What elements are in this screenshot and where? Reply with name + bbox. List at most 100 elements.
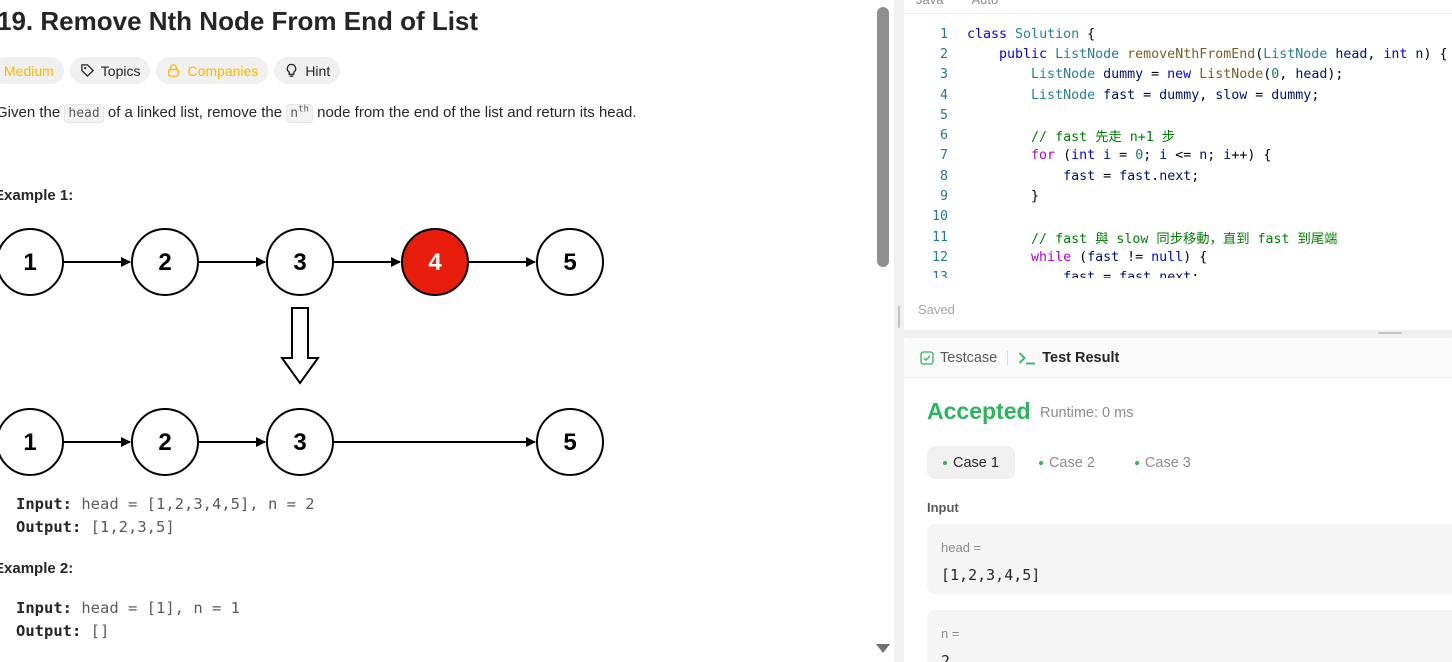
- input-var-box: head = [1,2,3,4,5]: [927, 524, 1452, 594]
- list-node: 5: [536, 408, 604, 476]
- input-var-box: n = 2: [927, 610, 1452, 662]
- code-line: 9 }: [904, 186, 1452, 206]
- node-label: 2: [158, 429, 171, 456]
- var-name: n =: [941, 626, 960, 641]
- node-label: 3: [293, 429, 306, 456]
- example-2-title: Example 2:: [0, 560, 74, 577]
- topics-button[interactable]: Topics: [69, 57, 151, 84]
- output-label: Output:: [16, 518, 82, 536]
- nth-base: n: [290, 106, 299, 121]
- saved-status: Saved: [918, 302, 955, 317]
- node-label: 3: [293, 249, 306, 276]
- list-node: 3: [266, 408, 334, 476]
- difficulty-badge: Medium: [0, 57, 64, 84]
- case-tab-3[interactable]: Case 3: [1119, 446, 1207, 479]
- pass-dot-icon: [1134, 460, 1139, 465]
- removed-list-node: 4: [401, 228, 469, 296]
- tab-testcase[interactable]: Testcase: [920, 350, 997, 366]
- input-value: head = [1], n = 1: [72, 599, 240, 617]
- node-label: 4: [428, 249, 442, 276]
- nth-sup: th: [298, 104, 309, 115]
- problem-title: 19. Remove Nth Node From End of List: [0, 6, 479, 36]
- desc-text-2: of a linked list, remove the: [103, 104, 287, 121]
- line-number: 7: [939, 148, 948, 164]
- var-value: [1,2,3,4,5]: [941, 566, 1041, 584]
- description-pane: 19. Remove Nth Node From End of List Med…: [0, 6, 637, 640]
- var-name: head =: [941, 540, 982, 555]
- code-line: 10: [904, 207, 1452, 227]
- code-line: 11 // fast 與 slow 同步移動，直到 fast 到尾端: [904, 227, 1452, 247]
- horizontal-splitter-grip[interactable]: [1378, 332, 1402, 334]
- pass-dot-icon: [1038, 460, 1043, 465]
- desc-text-3: node from the end of the list and return…: [312, 104, 637, 121]
- line-number: 10: [931, 209, 948, 225]
- input-label: Input:: [16, 599, 72, 617]
- desc-text-1: Given the: [0, 104, 65, 121]
- tab-testcase-label: Testcase: [940, 349, 998, 366]
- line-number: 2: [939, 46, 948, 62]
- line-number: 11: [931, 229, 948, 245]
- splitter-grip[interactable]: [898, 306, 900, 328]
- line-number: 6: [939, 128, 948, 144]
- list-node: 5: [536, 228, 604, 296]
- tag-icon: [81, 64, 94, 78]
- tab-test-result-label: Test Result: [1042, 349, 1120, 366]
- scroll-down-arrow-icon[interactable]: [876, 644, 890, 653]
- tag-row: Medium Topics Companies Hint: [0, 57, 341, 84]
- code-line: 13 fast = fast.next;: [904, 268, 1452, 278]
- code-line: 7 for (int i = 0; i <= n; i++) {: [904, 146, 1452, 166]
- case-label: Case 2: [1048, 454, 1095, 471]
- line-number: 9: [939, 189, 948, 205]
- linked-list-diagram: 1 2 3 4 5 1 2 3 5: [0, 228, 604, 476]
- inline-code-nth: nth: [286, 104, 313, 123]
- vertical-splitter[interactable]: [894, 0, 904, 662]
- line-number: 3: [939, 67, 948, 83]
- var-value: 2: [941, 652, 951, 662]
- list-node: 2: [131, 408, 199, 476]
- case-tab-1[interactable]: Case 1: [927, 446, 1015, 479]
- hint-button[interactable]: Hint: [274, 57, 341, 84]
- output-value: [1,2,3,5]: [81, 518, 175, 536]
- tab-divider: [1007, 350, 1009, 365]
- code-line: 12 while (fast != null) {: [904, 247, 1452, 267]
- companies-button[interactable]: Companies: [156, 57, 269, 84]
- node-label: 5: [563, 429, 576, 456]
- code-line: 4 ListNode fast = dummy, slow = dummy;: [904, 85, 1452, 105]
- mode-selector[interactable]: Auto: [971, 0, 998, 13]
- description-scrollbar-thumb[interactable]: [877, 7, 889, 267]
- case-label: Case 1: [953, 454, 999, 471]
- editor-toolbar: Java Auto: [904, 0, 1452, 14]
- list-node: 1: [0, 408, 64, 476]
- down-arrow: [280, 307, 320, 385]
- node-label: 5: [563, 249, 576, 276]
- hint-label: Hint: [305, 62, 331, 79]
- horizontal-splitter[interactable]: [904, 330, 1452, 338]
- case-tab-2[interactable]: Case 2: [1023, 446, 1111, 479]
- case-label: Case 3: [1144, 454, 1191, 471]
- checkbox-icon: [920, 350, 934, 365]
- terminal-icon: [1019, 351, 1036, 364]
- line-number: 13: [931, 270, 948, 278]
- input-label: Input:: [16, 495, 72, 513]
- code-line: 6 // fast 先走 n+1 步: [904, 125, 1452, 145]
- input-value: head = [1,2,3,4,5], n = 2: [72, 495, 315, 513]
- tab-test-result[interactable]: Test Result: [1018, 350, 1119, 366]
- result-tabs: Testcase Test Result: [904, 338, 1452, 378]
- lock-icon: [168, 64, 180, 77]
- line-number: 1: [939, 26, 948, 42]
- line-number: 8: [939, 168, 948, 184]
- code-line: 3 ListNode dummy = new ListNode(0, head)…: [904, 65, 1452, 85]
- list-node: 1: [0, 228, 64, 296]
- code-line: 2 public ListNode removeNthFromEnd(ListN…: [904, 44, 1452, 64]
- language-selector[interactable]: Java: [916, 0, 943, 13]
- code-line: 8 fast = fast.next;: [904, 166, 1452, 186]
- lightbulb-icon: [287, 63, 297, 77]
- output-label: Output:: [16, 622, 82, 640]
- inline-code-head: head: [64, 104, 104, 123]
- pass-dot-icon: [943, 460, 947, 465]
- line-number: 12: [931, 249, 948, 265]
- line-number: 4: [939, 87, 948, 103]
